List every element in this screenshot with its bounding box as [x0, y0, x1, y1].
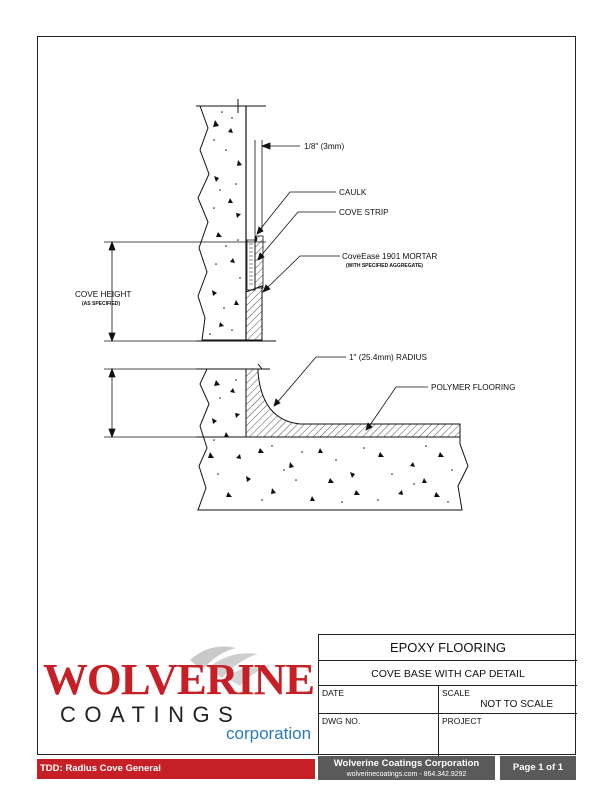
logo-wordmark: WOLVERINE	[43, 655, 315, 704]
radius-leader	[273, 356, 346, 407]
polymer-leader	[365, 386, 428, 431]
footer-company: Wolverine Coatings Corporation wolverine…	[318, 756, 495, 780]
cove-height-note: (AS SPECIFIED)	[82, 301, 120, 307]
drawing-title: EPOXY FLOORING	[389, 640, 507, 655]
project-label: PROJECT	[442, 716, 482, 726]
date-scale-row: DATE SCALE NOT TO SCALE	[319, 685, 577, 713]
date-cell: DATE	[319, 686, 438, 713]
caulk-leader	[256, 191, 336, 235]
scale-label: SCALE	[442, 688, 470, 698]
scale-value: NOT TO SCALE	[480, 699, 553, 710]
cove-height-label: COVE HEIGHT	[75, 290, 131, 299]
upper-cove-assembly	[245, 106, 264, 341]
dwg-label: DWG NO.	[322, 716, 361, 726]
radius-label: 1" (25.4mm) RADIUS	[349, 353, 428, 362]
footer-tdd: TDD: Radius Cove General	[37, 759, 315, 779]
logo-coatings: COATINGS	[60, 702, 242, 727]
footer-page-number: Page 1 of 1	[500, 756, 576, 780]
title-block: EPOXY FLOORING COVE BASE WITH CAP DETAIL…	[318, 634, 577, 756]
mortar-label: CoveEase 1901 MORTAR	[342, 252, 437, 261]
cove-strip-leader	[257, 211, 336, 261]
mortar-note: (WITH SPECIFIED AGGREGATE)	[346, 263, 423, 269]
wolverine-logo: WOLVERINE COATINGS corporation	[40, 640, 315, 746]
gap-label: 1/8" (3mm)	[304, 142, 344, 151]
lower-cove-and-flooring	[245, 363, 461, 438]
lower-height-dimension	[104, 367, 196, 439]
slab-aggregate	[208, 379, 453, 503]
upper-wall-aggregate	[209, 111, 242, 335]
lower-wall-and-slab	[196, 368, 469, 511]
scale-cell: SCALE NOT TO SCALE	[438, 686, 577, 713]
date-label: DATE	[322, 688, 345, 698]
footer-contact: wolverinecoatings.com - 864.342.9292	[346, 771, 467, 778]
mortar-leader	[262, 255, 340, 293]
caulk-label: CAULK	[339, 188, 367, 197]
cove-strip-label: COVE STRIP	[339, 208, 389, 217]
gap-dimension	[260, 140, 300, 232]
footer-company-name: Wolverine Coatings Corporation	[333, 758, 480, 769]
drawing-sheet-border	[37, 36, 576, 755]
project-cell: PROJECT	[438, 714, 577, 756]
upper-wall-section	[196, 99, 276, 342]
claw-mark-icon	[190, 646, 272, 686]
drawing-subtitle: COVE BASE WITH CAP DETAIL	[319, 660, 577, 685]
cove-height-dimension	[104, 240, 266, 343]
dwg-project-row: DWG NO. PROJECT	[319, 713, 577, 756]
polymer-label: POLYMER FLOORING	[431, 383, 515, 392]
dwg-cell: DWG NO.	[319, 714, 438, 756]
logo-corporation: corporation	[226, 724, 312, 743]
